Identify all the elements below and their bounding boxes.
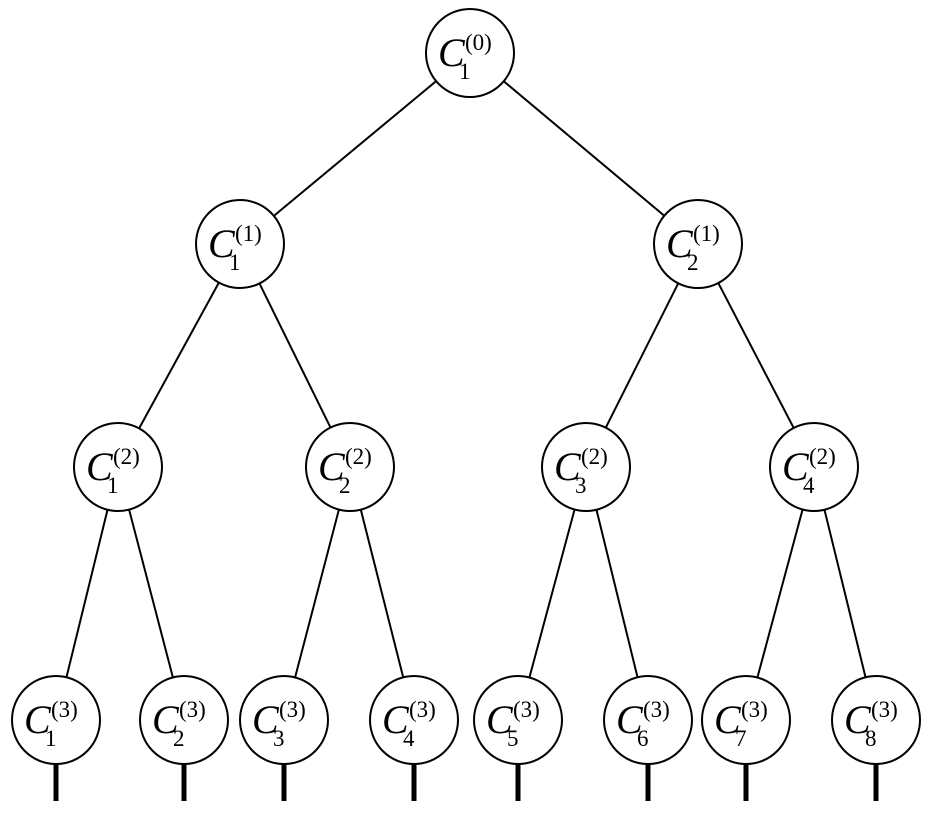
- edge-c2_4-c3_7: [756, 509, 804, 678]
- node-index-subscript: 4: [803, 473, 815, 498]
- node-circle: [11, 675, 101, 765]
- edge-c2_1-c3_2: [128, 509, 174, 678]
- tree-node-c0_1: C(0) 1: [425, 8, 515, 98]
- tree-node-c3_2: C(3) 2: [139, 675, 229, 765]
- node-letter: C: [382, 697, 410, 742]
- node-level-superscript: (3): [643, 697, 670, 722]
- node-circle: [195, 199, 285, 289]
- node-circle: [305, 422, 395, 512]
- edge-c2_2-c3_4: [359, 509, 405, 678]
- node-index-subscript: 1: [45, 726, 57, 751]
- tree-node-c3_8: C(3) 8: [831, 675, 921, 765]
- node-circle: [369, 675, 459, 765]
- node-letter: C: [616, 697, 644, 742]
- node-letter: C: [844, 697, 872, 742]
- node-index-subscript: 2: [173, 726, 185, 751]
- node-level-superscript: (2): [345, 444, 372, 469]
- node-letter: C: [486, 697, 514, 742]
- node-index-subscript: 2: [339, 473, 351, 498]
- tree-node-c3_5: C(3) 5: [473, 675, 563, 765]
- node-index-subscript: 1: [459, 59, 471, 84]
- node-index-subscript: 7: [735, 726, 747, 751]
- tree-node-c3_6: C(3) 6: [603, 675, 693, 765]
- tree-node-c1_1: C(1) 1: [195, 199, 285, 289]
- node-level-superscript: (3): [179, 697, 206, 722]
- node-letter: C: [554, 444, 582, 489]
- node-letter: C: [252, 697, 280, 742]
- node-index-subscript: 8: [865, 726, 877, 751]
- node-letter: C: [782, 444, 810, 489]
- node-index-subscript: 1: [107, 473, 119, 498]
- node-circle: [425, 8, 515, 98]
- tree-node-c1_2: C(1) 2: [653, 199, 743, 289]
- node-level-superscript: (1): [235, 221, 262, 246]
- node-circle: [239, 675, 329, 765]
- node-index-subscript: 1: [229, 250, 241, 275]
- node-level-superscript: (2): [809, 444, 836, 469]
- node-circle: [73, 422, 163, 512]
- edge-c1_1-c2_2: [258, 283, 332, 428]
- tree-node-c2_3: C(2) 3: [541, 422, 631, 512]
- edge-c0_1-c1_2: [503, 80, 665, 217]
- node-letter: C: [208, 221, 236, 266]
- node-index-subscript: 6: [637, 726, 649, 751]
- node-level-superscript: (3): [871, 697, 898, 722]
- node-level-superscript: (0): [465, 30, 492, 55]
- edge-c2_2-c3_3: [294, 509, 340, 678]
- node-circle: [831, 675, 921, 765]
- node-letter: C: [318, 444, 346, 489]
- edge-c2_4-c3_8: [823, 509, 867, 678]
- tree-node-c3_4: C(3) 4: [369, 675, 459, 765]
- node-letter: C: [24, 697, 52, 742]
- node-level-superscript: (2): [113, 444, 140, 469]
- edge-c1_1-c2_1: [138, 282, 220, 429]
- tree-edges: [65, 80, 867, 678]
- node-letter: C: [152, 697, 180, 742]
- node-level-superscript: (1): [693, 221, 720, 246]
- node-level-superscript: (3): [409, 697, 436, 722]
- node-index-subscript: 3: [273, 726, 285, 751]
- node-level-superscript: (2): [581, 444, 608, 469]
- node-index-subscript: 5: [507, 726, 519, 751]
- tree-node-c2_1: C(2) 1: [73, 422, 163, 512]
- edge-c2_3-c3_5: [528, 509, 576, 678]
- edge-c1_2-c2_4: [717, 282, 795, 429]
- edge-c0_1-c1_1: [273, 80, 437, 217]
- tree-node-c3_7: C(3) 7: [701, 675, 791, 765]
- node-letter: C: [438, 30, 466, 75]
- node-letter: C: [714, 697, 742, 742]
- edge-c2_3-c3_6: [595, 509, 639, 678]
- tree-node-c3_1: C(3) 1: [11, 675, 101, 765]
- tree-node-c2_2: C(2) 2: [305, 422, 395, 512]
- tree-node-c3_3: C(3) 3: [239, 675, 329, 765]
- node-circle: [473, 675, 563, 765]
- node-circle: [541, 422, 631, 512]
- leaf-stubs: [53, 764, 879, 801]
- node-level-superscript: (3): [513, 697, 540, 722]
- edge-c1_2-c2_3: [604, 282, 680, 429]
- node-circle: [653, 199, 743, 289]
- node-circle: [701, 675, 791, 765]
- node-index-subscript: 3: [575, 473, 587, 498]
- node-letter: C: [86, 444, 114, 489]
- node-circle: [769, 422, 859, 512]
- node-level-superscript: (3): [51, 697, 78, 722]
- tree-node-c2_4: C(2) 4: [769, 422, 859, 512]
- node-index-subscript: 4: [403, 726, 415, 751]
- node-circle: [603, 675, 693, 765]
- node-level-superscript: (3): [741, 697, 768, 722]
- node-index-subscript: 2: [687, 250, 699, 275]
- node-letter: C: [666, 221, 694, 266]
- node-level-superscript: (3): [279, 697, 306, 722]
- edge-c2_1-c3_1: [65, 509, 109, 678]
- node-circle: [139, 675, 229, 765]
